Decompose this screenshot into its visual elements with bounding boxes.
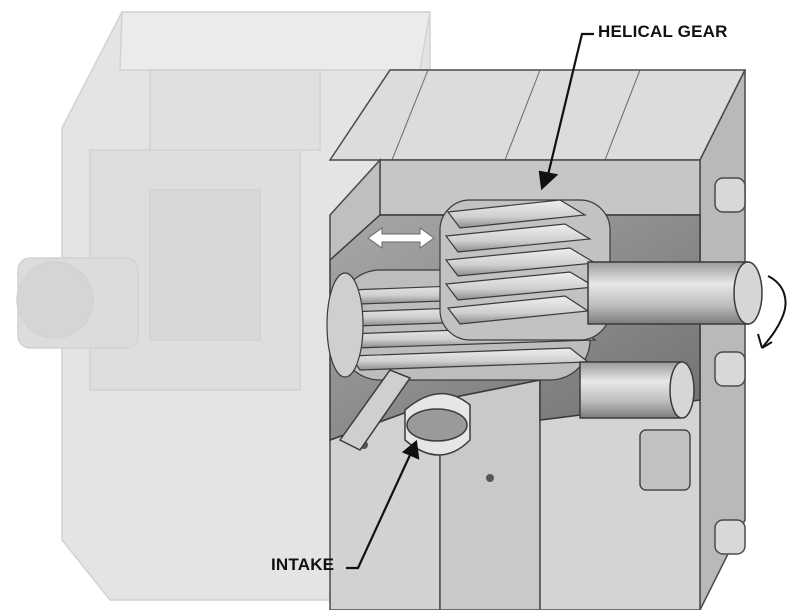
callout-leaders [346, 32, 594, 570]
rotation-icon [757, 275, 787, 349]
intake-label: INTAKE [271, 555, 335, 574]
drive-shaft [587, 261, 763, 325]
driven-shaft [579, 361, 695, 419]
bearing-bosses [639, 177, 746, 555]
drive-helical-gear [439, 199, 611, 341]
intake-port [338, 369, 471, 456]
flow-arrow-icon [367, 227, 435, 249]
helical-gear-label: HELICAL GEAR [598, 22, 728, 41]
